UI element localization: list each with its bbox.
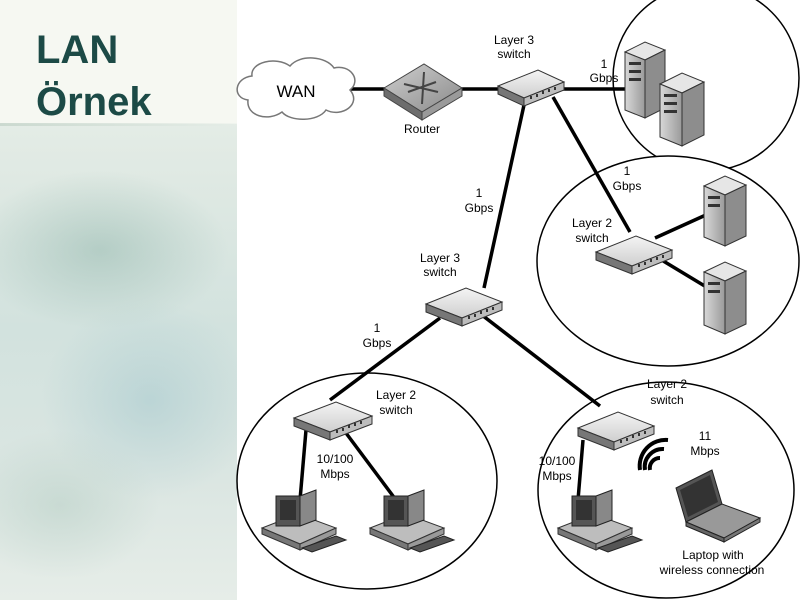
server-tower-icon	[658, 72, 706, 147]
speed-label: 1	[374, 321, 381, 335]
switch-label: Layer 2	[376, 388, 416, 402]
l2-switch-icon	[594, 235, 674, 275]
speed-label: 1	[624, 164, 631, 178]
l2-server-group-circle	[536, 155, 800, 367]
network-links	[298, 87, 709, 502]
link-core-l2	[551, 96, 632, 233]
speed-label: Gbps	[590, 71, 619, 85]
wan-label: WAN	[276, 82, 315, 101]
server-tower-icon	[702, 175, 748, 247]
link-right-desktop	[576, 439, 585, 501]
l2-switch-icon	[292, 401, 374, 441]
server-tower-icon	[623, 41, 667, 119]
dist-l3-switch-icon	[424, 287, 504, 327]
slide-title-line2: Örnek	[36, 80, 152, 124]
wan-cloud: WAN	[236, 57, 356, 120]
decor-blob	[0, 430, 160, 580]
laptop-label: wireless connection	[659, 563, 765, 577]
title-divider	[0, 123, 237, 126]
speed-label: 1	[476, 186, 483, 200]
switch-label: Layer 2	[647, 377, 687, 391]
server-tower-icon	[702, 261, 748, 335]
speed-label: Mbps	[542, 469, 571, 483]
desktop-computer-icon	[368, 489, 456, 553]
router-icon: Router	[383, 63, 463, 136]
link-dist-left-l2	[328, 316, 442, 402]
laptop-label: Laptop with	[682, 548, 743, 562]
title-area: LAN Örnek	[0, 0, 237, 124]
link-core-dist	[482, 104, 526, 289]
speed-label: 11	[699, 429, 712, 443]
speed-label: 10/100	[539, 454, 576, 468]
laptop-icon	[675, 469, 762, 543]
switch-label: switch	[379, 403, 412, 417]
speed-label: Gbps	[363, 336, 392, 350]
link-left-desktop2	[338, 423, 398, 502]
left-lan-circle	[236, 372, 498, 590]
desktop-computer-icon	[556, 489, 644, 553]
link-left-desktop1	[298, 429, 308, 501]
speed-label: 1	[601, 57, 608, 71]
speed-label: Gbps	[613, 179, 642, 193]
router-label: Router	[404, 122, 440, 136]
speed-label: Mbps	[320, 467, 349, 481]
link-l2-server-top	[654, 212, 709, 240]
core-switch-label: switch	[497, 47, 530, 61]
wireless-signal-icon	[637, 437, 669, 471]
switch-label: switch	[423, 265, 456, 279]
speed-label: Mbps	[690, 444, 719, 458]
slide-title-line1: LAN	[36, 28, 119, 72]
speed-label: Gbps	[465, 201, 494, 215]
desktop-computer-icon	[260, 489, 348, 553]
core-switch-label: Layer 3	[494, 33, 534, 47]
switch-label: Layer 2	[572, 216, 612, 230]
switch-label: switch	[575, 231, 608, 245]
link-dist-right-l2	[476, 310, 602, 408]
switch-label: switch	[650, 393, 683, 407]
speed-label: 10/100	[317, 452, 354, 466]
decor-blob	[0, 170, 230, 330]
core-l3-switch-icon	[496, 69, 566, 107]
l2-switch-icon	[576, 411, 656, 451]
switch-label: Layer 3	[420, 251, 460, 265]
